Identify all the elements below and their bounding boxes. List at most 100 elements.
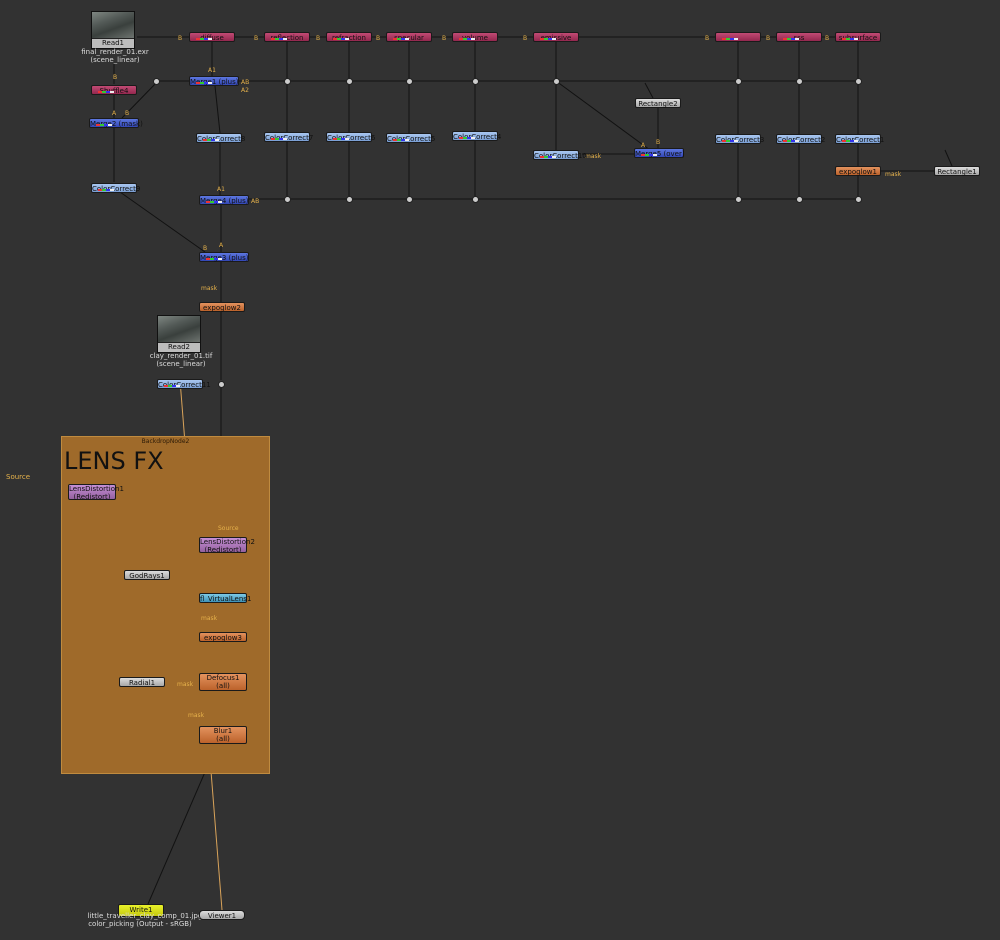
colorcorrect-node[interactable]: ColorCorrect8 bbox=[196, 133, 242, 143]
radial-label: Radial1 bbox=[129, 679, 155, 687]
input-label-b: B bbox=[656, 139, 660, 146]
input-label-ab: AB bbox=[241, 79, 249, 86]
dot-node[interactable] bbox=[218, 381, 225, 388]
rectangle-label: Rectangle2 bbox=[638, 100, 677, 108]
viewer-label: Viewer1 bbox=[208, 912, 236, 920]
shuffle-node-2[interactable]: reflection bbox=[264, 32, 310, 42]
dot-node[interactable] bbox=[472, 78, 479, 85]
godrays1-node[interactable]: GodRays1 bbox=[124, 570, 170, 580]
shuffle-node-8[interactable]: sss bbox=[776, 32, 822, 42]
radial1-node[interactable]: Radial1 bbox=[119, 677, 165, 687]
dot-node[interactable] bbox=[284, 196, 291, 203]
backdrop-title: BackdropNode2 bbox=[62, 438, 269, 445]
colorcorrect-node[interactable]: ColorCorrect4 bbox=[452, 131, 498, 141]
expoglow3-node[interactable]: expoglow3 bbox=[199, 632, 247, 642]
dot-node[interactable] bbox=[855, 196, 862, 203]
shuffle-node-1[interactable]: diffuse bbox=[189, 32, 235, 42]
read2-file: clay_render_01.tif bbox=[146, 352, 216, 360]
shuffle-node-6[interactable]: emissive bbox=[533, 32, 579, 42]
dot-node[interactable] bbox=[153, 78, 160, 85]
colorcorrect-node[interactable]: ColorCorrect10 bbox=[533, 150, 579, 160]
lensdistortion2-node[interactable]: LensDistortion2(Redistort) bbox=[199, 537, 247, 553]
lens-label: LensDistortion1 bbox=[69, 485, 115, 493]
colorcorrect-node[interactable]: ColorCorrect1 bbox=[835, 134, 881, 144]
dot-node[interactable] bbox=[472, 196, 479, 203]
input-label-b: B bbox=[376, 35, 380, 42]
defocus1-node[interactable]: Defocus1(all) bbox=[199, 673, 247, 691]
backdrop-label: LENS FX bbox=[64, 447, 164, 475]
colorcorrect-node[interactable]: ColorCorrect2 bbox=[776, 134, 822, 144]
read2-node[interactable]: Read2 bbox=[157, 315, 201, 353]
shuffle-node-left[interactable]: Shuffle4 bbox=[91, 85, 137, 95]
read2-name: Read2 bbox=[158, 343, 200, 352]
mask-label: mask bbox=[885, 171, 901, 178]
input-label-b: B bbox=[178, 35, 182, 42]
godrays-label: GodRays1 bbox=[129, 572, 164, 580]
input-label-a1: A1 bbox=[208, 67, 216, 74]
merge4-node[interactable]: Merge4 (plus) bbox=[199, 195, 249, 205]
read1-thumbnail bbox=[92, 12, 134, 39]
colorcorrect-node[interactable]: ColorCorrect5 bbox=[386, 133, 432, 143]
shuffle-node-4[interactable]: specular bbox=[386, 32, 432, 42]
rectangle-label: Rectangle1 bbox=[937, 168, 976, 176]
input-label-b: B bbox=[254, 35, 258, 42]
defocus-channels: (all) bbox=[200, 682, 246, 690]
input-label-b: B bbox=[203, 245, 207, 252]
write1-colorspace: color_picking (Output - sRGB) bbox=[80, 920, 200, 928]
input-label-b: B bbox=[825, 35, 829, 42]
lensdistortion1-node[interactable]: LensDistortion1(Redistort) bbox=[68, 484, 116, 500]
dot-node[interactable] bbox=[735, 78, 742, 85]
rectangle2-node[interactable]: Rectangle2 bbox=[635, 98, 681, 108]
merge1-node[interactable]: Merge1 (plus) bbox=[189, 76, 239, 86]
dot-node[interactable] bbox=[284, 78, 291, 85]
colorcorrect-node[interactable]: ColorCorrect11 bbox=[157, 379, 203, 389]
merge5-node[interactable]: Merge5 (over) bbox=[634, 148, 684, 158]
dot-node[interactable] bbox=[855, 78, 862, 85]
shuffle-node-7[interactable] bbox=[715, 32, 761, 42]
input-label-b: B bbox=[113, 74, 117, 81]
merge2-node[interactable]: Merge2 (mask) bbox=[89, 118, 139, 128]
read2-colorspace: (scene_linear) bbox=[146, 360, 216, 368]
rectangle1-node[interactable]: Rectangle1 bbox=[934, 166, 980, 176]
read1-node[interactable]: Read1 bbox=[91, 11, 135, 49]
input-label-a: A bbox=[219, 242, 223, 249]
expoglow1-node[interactable]: expoglow1 bbox=[835, 166, 881, 176]
dot-node[interactable] bbox=[796, 78, 803, 85]
blur-channels: (all) bbox=[200, 735, 246, 743]
viewer1-node[interactable]: Viewer1 bbox=[199, 910, 245, 920]
expoglow-label: expoglow3 bbox=[204, 634, 242, 642]
dot-node[interactable] bbox=[796, 196, 803, 203]
colorcorrect-node[interactable]: ColorCorrect6 bbox=[326, 132, 372, 142]
lens-mode: (Redistort) bbox=[69, 493, 115, 501]
colorcorrect-node[interactable]: ColorCorrect3 bbox=[715, 134, 761, 144]
colorcorrect-node[interactable]: ColorCorrect9 bbox=[91, 183, 137, 193]
dot-node[interactable] bbox=[553, 78, 560, 85]
lens-mode: (Redistort) bbox=[200, 546, 246, 554]
mask-label: mask bbox=[177, 681, 193, 688]
virtuallens1-node[interactable]: fl_VirtualLens1 bbox=[199, 593, 247, 603]
read1-colorspace: (scene_linear) bbox=[80, 56, 150, 64]
shuffle-node-9[interactable]: subsurface bbox=[835, 32, 881, 42]
merge3-node[interactable]: Merge3 (plus) bbox=[199, 252, 249, 262]
dot-node[interactable] bbox=[406, 196, 413, 203]
input-label-b: B bbox=[705, 35, 709, 42]
expoglow2-node[interactable]: expoglow2 bbox=[199, 302, 245, 312]
blur1-node[interactable]: Blur1(all) bbox=[199, 726, 247, 744]
dot-node[interactable] bbox=[346, 78, 353, 85]
dot-node[interactable] bbox=[346, 196, 353, 203]
mask-label: mask bbox=[188, 712, 204, 719]
input-label-a2: A2 bbox=[241, 87, 249, 94]
input-label-b: B bbox=[523, 35, 527, 42]
mask-label: mask bbox=[201, 615, 217, 622]
mask-label: mask bbox=[585, 153, 601, 160]
input-label-b: B bbox=[125, 110, 129, 117]
input-label-a: A bbox=[641, 142, 645, 149]
input-label-b: B bbox=[316, 35, 320, 42]
shuffle-node-3[interactable]: refraction bbox=[326, 32, 372, 42]
colorcorrect-node[interactable]: ColorCorrect7 bbox=[264, 132, 310, 142]
source-label: Source bbox=[6, 473, 30, 481]
dot-node[interactable] bbox=[735, 196, 742, 203]
dot-node[interactable] bbox=[406, 78, 413, 85]
input-label-a1: A1 bbox=[217, 186, 225, 193]
shuffle-node-5[interactable]: volume bbox=[452, 32, 498, 42]
